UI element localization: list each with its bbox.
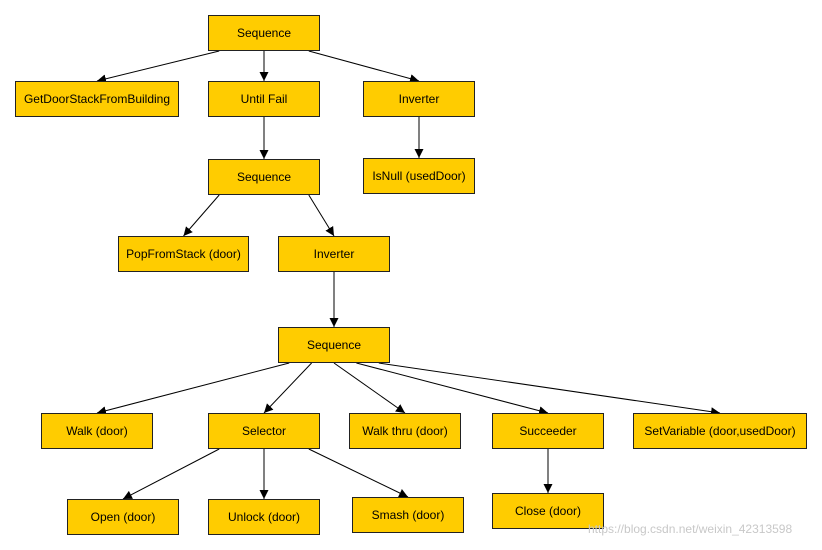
watermark: https://blog.csdn.net/weixin_42313598 xyxy=(588,522,793,536)
pop-from-stack-node: PopFromStack (door) xyxy=(118,236,249,272)
inverter-node-2: Inverter xyxy=(278,236,390,272)
set-variable-node: SetVariable (door,usedDoor) xyxy=(633,413,807,449)
open-node: Open (door) xyxy=(67,499,179,535)
edge-sequence_3-to-set_variable xyxy=(378,362,721,417)
sequence-node-3: Sequence xyxy=(278,327,390,363)
edge-selector-to-smash xyxy=(308,448,409,498)
close-node: Close (door) xyxy=(492,493,604,529)
edge-sequence_2-to-inverter_2 xyxy=(308,194,335,237)
sequence-node-2: Sequence xyxy=(208,159,320,195)
walk-node: Walk (door) xyxy=(41,413,153,449)
edge-sequence_3-to-walk_thru xyxy=(333,362,406,414)
walk-thru-node: Walk thru (door) xyxy=(349,413,461,449)
until-fail-node: Until Fail xyxy=(208,81,320,117)
edge-sequence_3-to-succeeder xyxy=(356,362,549,416)
smash-node: Smash (door) xyxy=(352,497,464,533)
edge-sequence_2-to-pop_from_stack xyxy=(183,194,220,237)
edge-root-to-get_door_stack xyxy=(96,50,220,84)
is-null-node: IsNull (usedDoor) xyxy=(363,158,475,194)
edge-sequence_3-to-walk xyxy=(96,362,290,416)
unlock-node: Unlock (door) xyxy=(208,499,320,535)
inverter-node-1: Inverter xyxy=(363,81,475,117)
edge-root-to-inverter_1 xyxy=(308,50,420,83)
edge-selector-to-open xyxy=(122,448,220,500)
get-door-stack-node: GetDoorStackFromBuilding xyxy=(15,81,179,117)
selector-node: Selector xyxy=(208,413,320,449)
succeeder-node: Succeeder xyxy=(492,413,604,449)
edge-sequence_3-to-selector xyxy=(263,362,312,414)
root-sequence-node: Sequence xyxy=(208,15,320,51)
